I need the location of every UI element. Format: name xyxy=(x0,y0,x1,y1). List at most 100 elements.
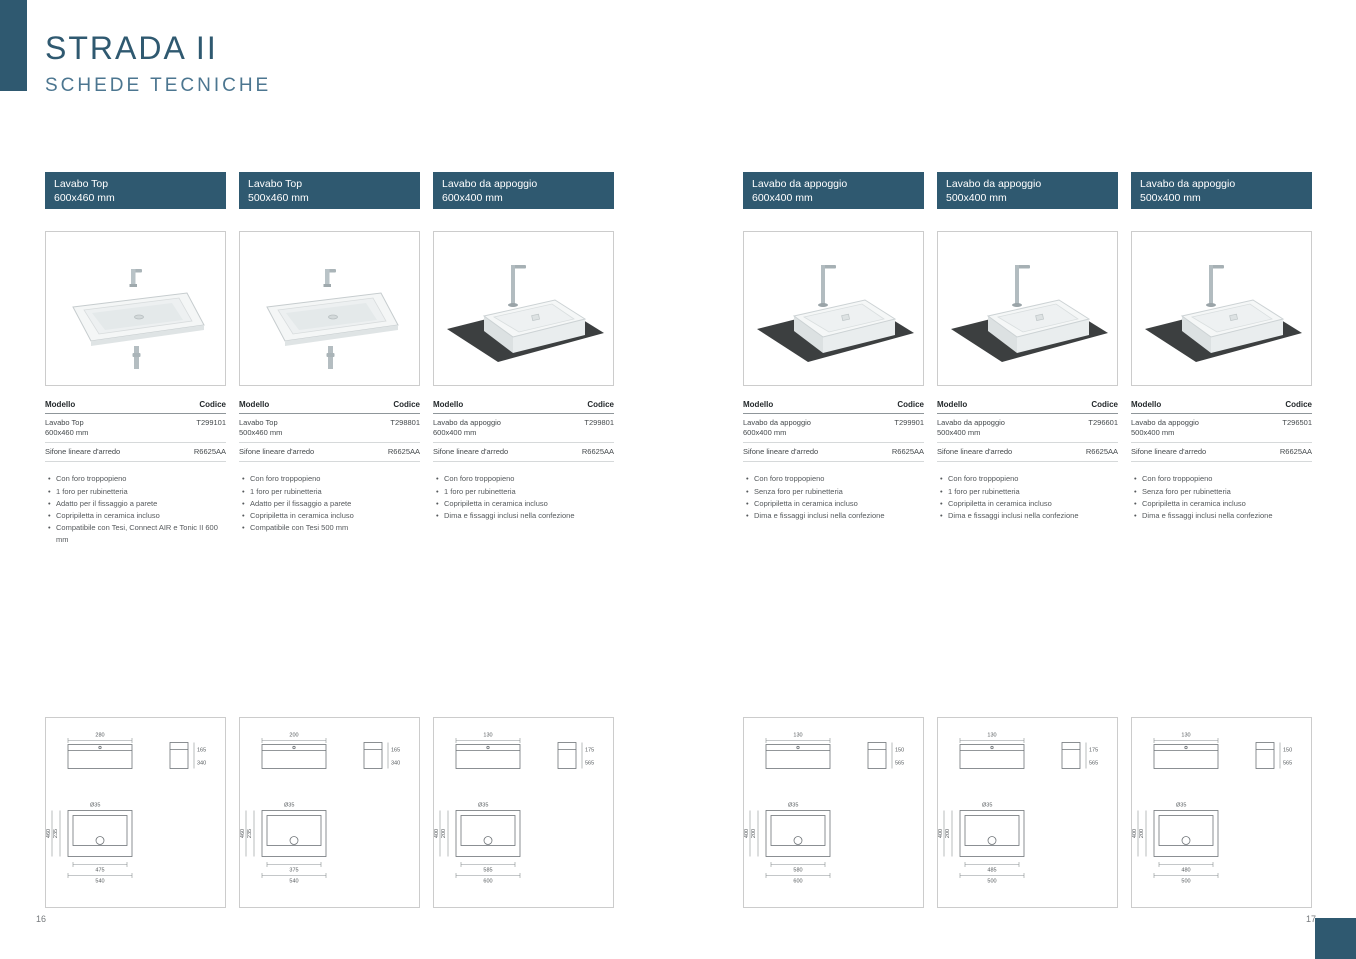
table-header-row: Modello Codice xyxy=(937,400,1118,414)
product-name: Lavabo da appoggio xyxy=(946,178,1042,190)
feature-item: Compatibile con Tesi, Connect AIR e Toni… xyxy=(45,522,226,545)
feature-item: Compatibile con Tesi 500 mm xyxy=(239,522,420,534)
technical-drawing: 200 165 340 Ø35 375 xyxy=(239,717,420,908)
model-size: 500x400 mm xyxy=(937,428,981,438)
col-modello: Modello xyxy=(743,400,774,409)
svg-text:340: 340 xyxy=(391,761,400,767)
feature-item: Dima e fissaggi inclusi nella confezione xyxy=(937,510,1118,522)
svg-text:375: 375 xyxy=(289,868,298,874)
product-size: 500x400 mm xyxy=(946,192,1007,205)
svg-text:340: 340 xyxy=(197,761,206,767)
feature-item: Adatto per il fissaggio a parete xyxy=(45,498,226,510)
svg-text:585: 585 xyxy=(483,868,492,874)
sifone-label: Sifone lineare d'arredo xyxy=(937,447,1013,457)
model-code: T296501 xyxy=(1282,418,1312,427)
col-codice: Codice xyxy=(587,400,614,409)
sifone-code: R6625AA xyxy=(193,447,226,457)
product-header: Lavabo da appoggio 500x400 mm xyxy=(937,172,1118,209)
feature-item: 1 foro per rubinetteria xyxy=(937,486,1118,498)
product-name: Lavabo Top xyxy=(54,178,109,190)
table-header-row: Modello Codice xyxy=(239,400,420,414)
feature-item: Con foro troppopieno xyxy=(45,473,226,485)
feature-item: Copripiletta in ceramica incluso xyxy=(239,510,420,522)
sink-top-illustration xyxy=(266,269,399,369)
product-card: Lavabo Top 500x460 mm xyxy=(239,172,420,908)
spec-table: Modello Codice Lavabo da appoggio 500x40… xyxy=(937,400,1118,463)
page-title: STRADA II xyxy=(45,30,218,66)
svg-text:130: 130 xyxy=(793,733,802,739)
svg-text:200: 200 xyxy=(945,829,951,838)
spec-table: Modello Codice Lavabo Top 600x460 mm T29… xyxy=(45,400,226,463)
table-row-sifone: Sifone lineare d'arredo R6625AA xyxy=(433,443,614,463)
col-modello: Modello xyxy=(45,400,76,409)
svg-text:Ø35: Ø35 xyxy=(1176,803,1186,809)
svg-text:Ø35: Ø35 xyxy=(284,803,294,809)
svg-text:150: 150 xyxy=(1283,748,1292,754)
product-name: Lavabo da appoggio xyxy=(752,178,848,190)
sink-countertop-illustration xyxy=(951,265,1108,362)
svg-text:Ø35: Ø35 xyxy=(478,803,488,809)
product-card: Lavabo Top 600x460 mm xyxy=(45,172,226,908)
product-size: 600x400 mm xyxy=(752,192,813,205)
spec-table: Modello Codice Lavabo da appoggio 600x40… xyxy=(433,400,614,463)
col-codice: Codice xyxy=(393,400,420,409)
sifone-label: Sifone lineare d'arredo xyxy=(433,447,509,457)
feature-item: Copripiletta in ceramica incluso xyxy=(45,510,226,522)
feature-item: Adatto per il fissaggio a parete xyxy=(239,498,420,510)
product-image xyxy=(937,231,1118,386)
model-cell: Lavabo Top 600x460 mm xyxy=(45,418,88,438)
technical-drawing-svg: 200 165 340 Ø35 375 xyxy=(240,733,400,885)
svg-text:175: 175 xyxy=(585,748,594,754)
table-row-sifone: Sifone lineare d'arredo R6625AA xyxy=(937,443,1118,463)
svg-text:235: 235 xyxy=(53,829,59,838)
svg-text:565: 565 xyxy=(895,761,904,767)
page-header: STRADA II SCHEDE TECNICHE xyxy=(45,30,271,97)
svg-text:280: 280 xyxy=(95,733,104,739)
col-codice: Codice xyxy=(1285,400,1312,409)
technical-drawing-svg: 130 175 565 Ø35 485 xyxy=(938,733,1098,885)
svg-text:150: 150 xyxy=(895,748,904,754)
svg-text:200: 200 xyxy=(751,829,757,838)
technical-drawing: 130 175 565 Ø35 485 xyxy=(937,717,1118,908)
sifone-label: Sifone lineare d'arredo xyxy=(1131,447,1207,457)
feature-list: Con foro troppopieno1 foro per rubinette… xyxy=(239,473,420,534)
table-row-model: Lavabo da appoggio 500x400 mm T296601 xyxy=(937,414,1118,444)
svg-text:165: 165 xyxy=(197,748,206,754)
sink-countertop-illustration xyxy=(1145,265,1302,362)
sink-top-illustration xyxy=(72,269,205,369)
feature-item: Senza foro per rubinetteria xyxy=(743,486,924,498)
model-cell: Lavabo Top 500x460 mm xyxy=(239,418,282,438)
svg-text:Ø35: Ø35 xyxy=(982,803,992,809)
table-row-sifone: Sifone lineare d'arredo R6625AA xyxy=(1131,443,1312,463)
feature-item: 1 foro per rubinetteria xyxy=(45,486,226,498)
table-row-model: Lavabo da appoggio 600x400 mm T299901 xyxy=(743,414,924,444)
col-codice: Codice xyxy=(1091,400,1118,409)
svg-text:Ø35: Ø35 xyxy=(788,803,798,809)
technical-drawing-svg: 130 150 565 Ø35 480 xyxy=(1132,733,1292,885)
model-size: 600x400 mm xyxy=(743,428,787,438)
feature-list: Con foro troppopienoSenza foro per rubin… xyxy=(1131,473,1312,521)
feature-item: Copripiletta in ceramica incluso xyxy=(1131,498,1312,510)
technical-drawing: 130 175 565 Ø35 585 xyxy=(433,717,614,908)
feature-item: Copripiletta in ceramica incluso xyxy=(433,498,614,510)
table-header-row: Modello Codice xyxy=(743,400,924,414)
feature-item: Dima e fissaggi inclusi nella confezione xyxy=(1131,510,1312,522)
svg-text:165: 165 xyxy=(391,748,400,754)
svg-text:460: 460 xyxy=(240,829,246,838)
table-header-row: Modello Codice xyxy=(1131,400,1312,414)
svg-text:460: 460 xyxy=(46,829,52,838)
feature-item: Con foro troppopieno xyxy=(937,473,1118,485)
feature-list: Con foro troppopienoSenza foro per rubin… xyxy=(743,473,924,521)
product-image xyxy=(743,231,924,386)
model-name: Lavabo da appoggio xyxy=(937,418,1005,427)
sink-countertop-illustration xyxy=(757,265,914,362)
svg-text:200: 200 xyxy=(289,733,298,739)
model-size: 500x460 mm xyxy=(239,428,283,438)
svg-text:565: 565 xyxy=(585,761,594,767)
model-name: Lavabo da appoggio xyxy=(1131,418,1199,427)
accent-bar xyxy=(0,0,27,91)
svg-text:130: 130 xyxy=(1181,733,1190,739)
spec-table: Modello Codice Lavabo da appoggio 500x40… xyxy=(1131,400,1312,463)
model-code: T296601 xyxy=(1088,418,1118,427)
model-code: T299801 xyxy=(584,418,614,427)
